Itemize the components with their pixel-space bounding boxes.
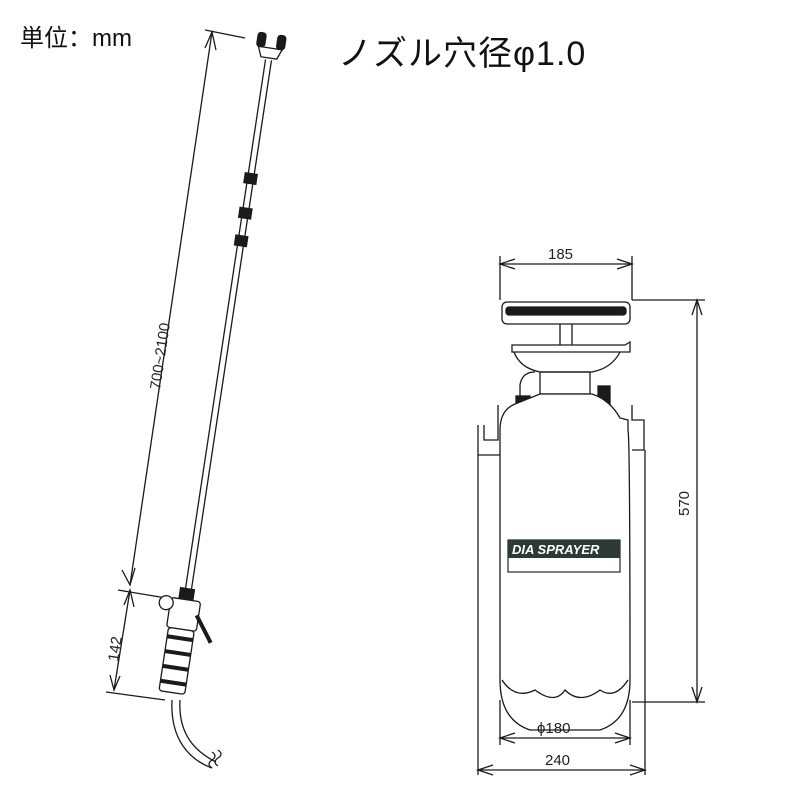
wand-length-label: 700~2100 bbox=[147, 322, 174, 391]
spray-wand bbox=[158, 31, 287, 695]
tank-diameter-label: ϕ180 bbox=[537, 720, 570, 737]
hose bbox=[171, 699, 217, 769]
tank-width-top-dimension: 185 bbox=[497, 246, 635, 300]
tank-width-base-label: 240 bbox=[545, 752, 570, 769]
tank-diameter-dimension: ϕ180 bbox=[497, 700, 633, 745]
wand-joint bbox=[243, 171, 258, 186]
pressure-tank: DIA SPRAYER bbox=[477, 301, 646, 775]
wand-length-dimension: 700~2100 bbox=[117, 29, 246, 601]
handle-dimension: 142 bbox=[105, 587, 166, 701]
brand-label-text: DIA SPRAYER bbox=[512, 542, 600, 557]
wand-joint bbox=[237, 206, 253, 220]
hose-break-mark bbox=[208, 749, 222, 769]
double-nozzle-icon bbox=[256, 31, 287, 60]
wand-joint bbox=[233, 234, 249, 248]
tank-width-top-label: 185 bbox=[548, 246, 573, 263]
nozzle-spec-title: ノズル穴径φ1.0 bbox=[338, 35, 587, 73]
handle-grip bbox=[158, 586, 213, 695]
handle-length-label: 142 bbox=[105, 635, 126, 662]
unit-label: 単位：mm bbox=[20, 25, 132, 52]
tank-height-label: 570 bbox=[676, 491, 693, 516]
tank-width-base-dimension: 240 bbox=[475, 752, 648, 776]
brand-label: DIA SPRAYER bbox=[507, 539, 621, 573]
tank-height-dimension: 570 bbox=[632, 297, 705, 705]
